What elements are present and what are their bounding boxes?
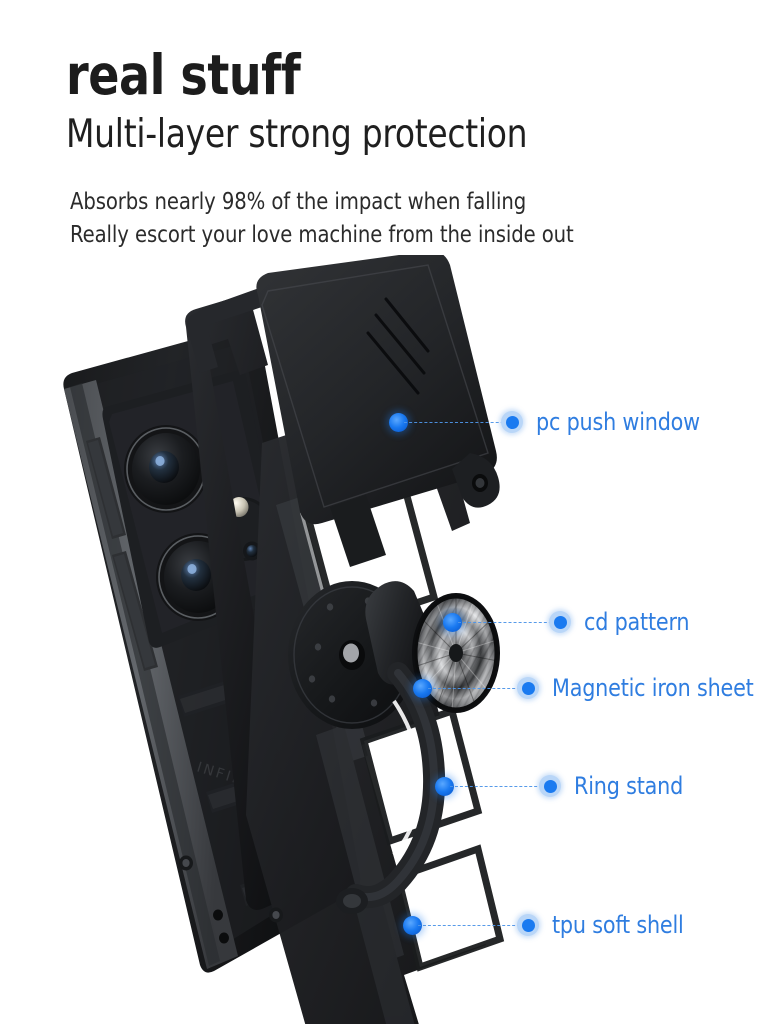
frame-rivets <box>179 855 283 923</box>
callout-label-ring-stand: Ring stand <box>574 772 684 800</box>
callout-label-tpu-soft-shell: tpu soft shell <box>552 911 684 939</box>
callout-item-tpu-soft-shell[interactable]: tpu soft shell <box>517 911 689 939</box>
marker-dot-ring-stand <box>539 775 561 797</box>
callout-label-magnetic-iron-sheet: Magnetic iron sheet <box>552 674 754 702</box>
page-subtitle: Multi-layer strong protection <box>66 112 528 157</box>
leader-line-ring-stand <box>450 786 552 787</box>
leader-line-magnetic-iron-sheet <box>428 688 530 689</box>
marker-dot-cd-pattern <box>549 611 571 633</box>
product-illustration: INFINIX <box>0 255 780 1024</box>
body-line-1: Absorbs nearly 98% of the impact when fa… <box>70 189 527 215</box>
marker-dot-tpu-soft-shell <box>517 914 539 936</box>
body-line-2: Really escort your love machine from the… <box>70 222 574 248</box>
speaker-ports <box>213 909 229 944</box>
anchor-dot-cd-pattern <box>443 613 462 632</box>
leader-line-cd-pattern <box>458 622 562 623</box>
callout-label-cd-pattern: cd pattern <box>584 608 690 636</box>
header-text-block: real stuff Multi-layer strong protection… <box>66 44 726 252</box>
callout-item-pc-push-window[interactable]: pc push window <box>501 408 707 436</box>
cd-pattern-ring <box>412 593 500 713</box>
callout-item-ring-stand[interactable]: Ring stand <box>539 772 688 800</box>
leader-line-tpu-soft-shell <box>418 925 530 926</box>
anchor-dot-magnetic-iron-sheet <box>413 679 432 698</box>
anchor-dot-ring-stand <box>435 777 454 796</box>
marker-dot-pc-push-window <box>501 411 523 433</box>
cover-grip-ridges <box>366 297 430 395</box>
body-copy: Absorbs nearly 98% of the impact when fa… <box>70 186 693 252</box>
anchor-dot-pc-push-window <box>389 413 408 432</box>
pc-push-window-cover <box>256 255 500 567</box>
marker-dot-magnetic-iron-sheet <box>517 677 539 699</box>
leader-line-pc-push-window <box>404 422 514 423</box>
camera-lens-primary <box>124 425 208 513</box>
side-buttons <box>86 437 158 671</box>
callout-item-magnetic-iron-sheet[interactable]: Magnetic iron sheet <box>517 674 762 702</box>
callout-item-cd-pattern[interactable]: cd pattern <box>549 608 694 636</box>
page-title: real stuff <box>66 43 301 107</box>
anchor-dot-tpu-soft-shell <box>403 916 422 935</box>
callout-label-pc-push-window: pc push window <box>536 408 700 436</box>
